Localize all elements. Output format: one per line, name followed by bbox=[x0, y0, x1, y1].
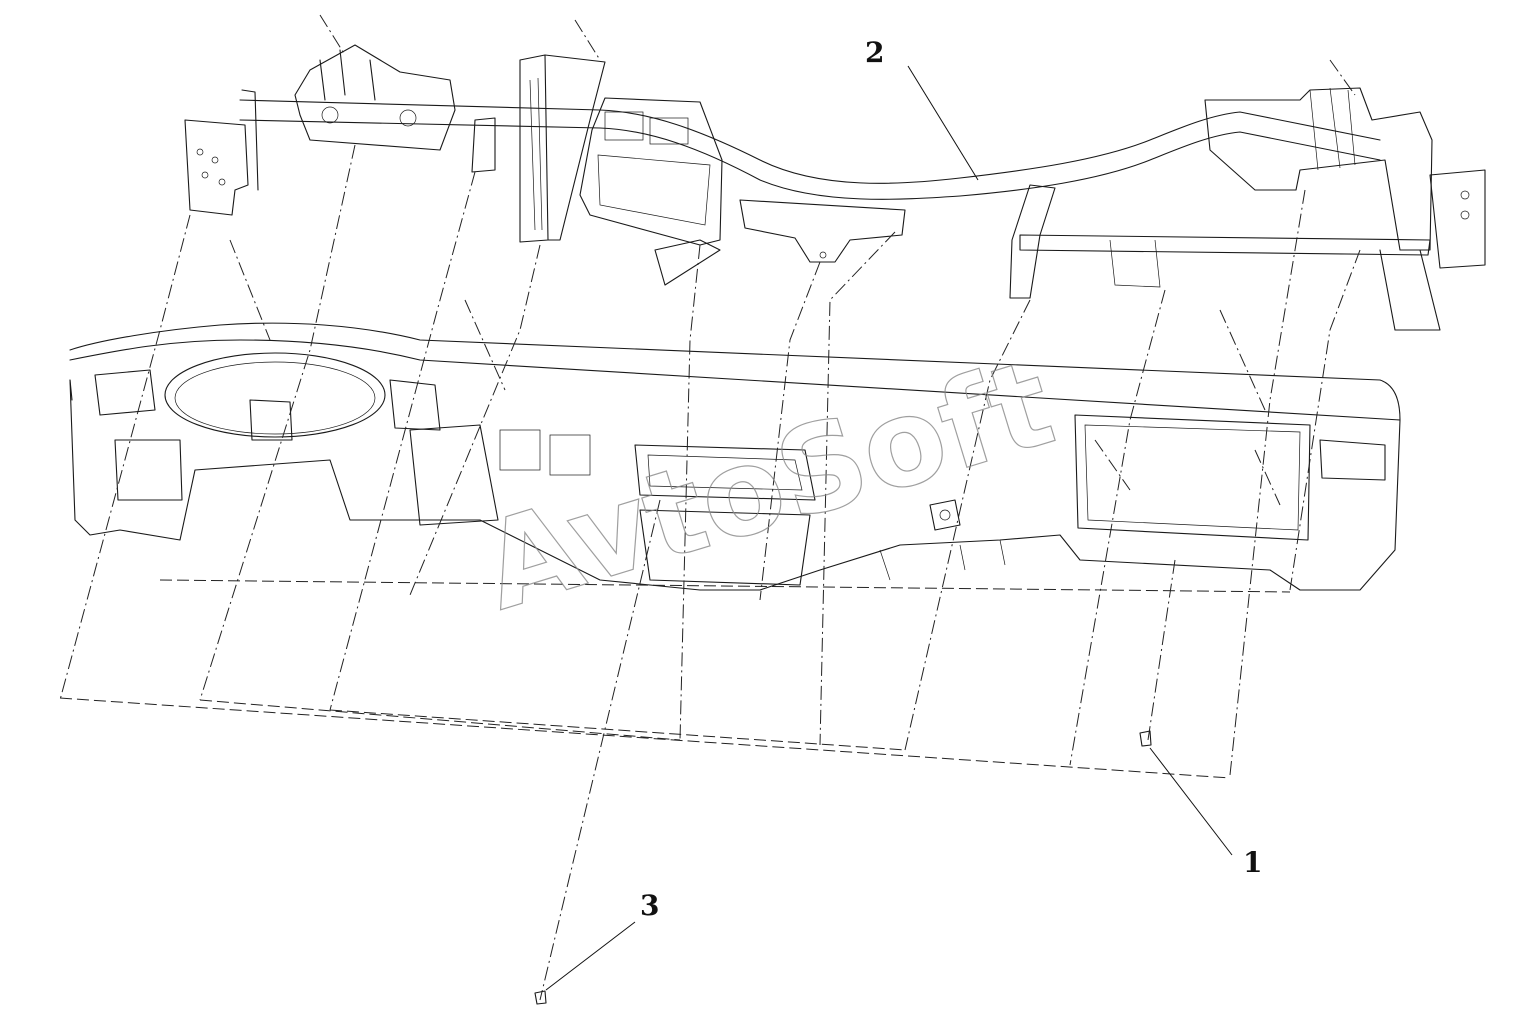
callout-1: 1 bbox=[1243, 846, 1262, 879]
instrument-panel bbox=[69, 322, 1401, 591]
cross-car-beam bbox=[184, 44, 1486, 331]
alignment-lines bbox=[59, 14, 1361, 1001]
fastener-screw-lower bbox=[534, 990, 547, 1005]
leader-lines bbox=[545, 65, 1233, 991]
callout-3: 3 bbox=[640, 889, 659, 922]
watermark: AvtoSoft bbox=[468, 334, 1068, 638]
fastener-screw-right bbox=[1139, 730, 1152, 747]
callout-2: 2 bbox=[865, 36, 884, 69]
